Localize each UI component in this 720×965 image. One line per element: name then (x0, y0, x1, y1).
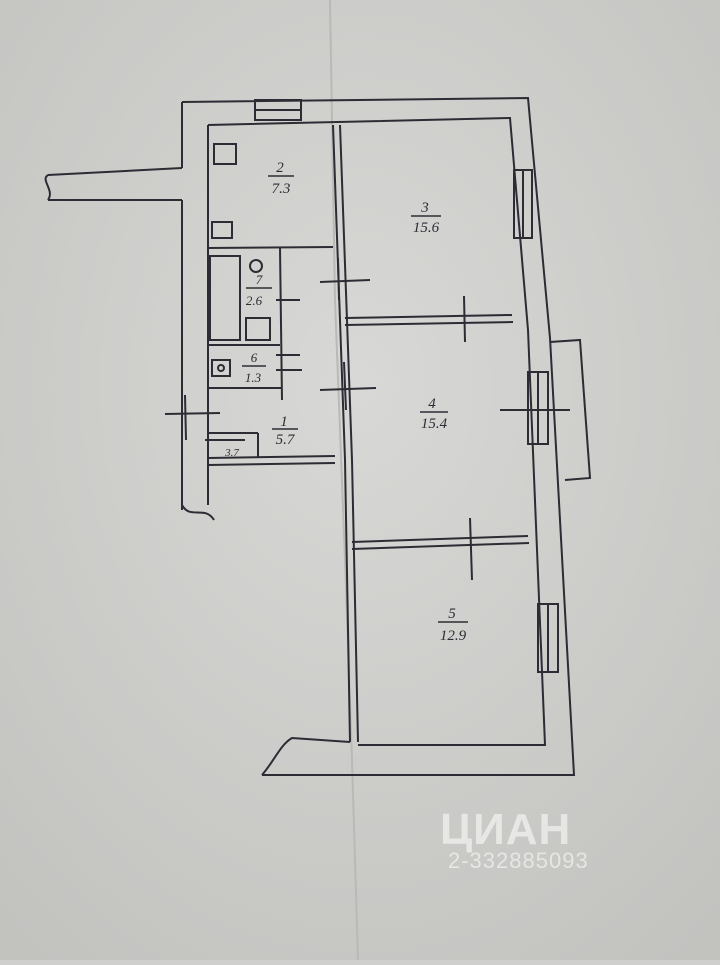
room-1-area: 5.7 (276, 432, 296, 448)
room-6-area: 1.3 (245, 370, 262, 385)
room-7-area: 2.6 (246, 293, 263, 308)
room-2-area: 7.3 (272, 181, 291, 197)
bath-partition (207, 246, 334, 249)
room-3-area: 15.6 (413, 220, 440, 236)
toilet-bowl-icon (217, 364, 225, 372)
walls (44, 96, 576, 776)
room-1-number: 1 (280, 414, 288, 430)
divider-4-5 (351, 542, 530, 550)
partition-wall (339, 124, 359, 743)
room-7-number: 7 (256, 272, 263, 287)
room-2-number: 2 (276, 160, 284, 176)
divider-3-4 (344, 314, 513, 319)
room-labels: 1 5.7 2 7.3 3 15.6 4 15.4 5 12.9 6 1.3 7… (224, 160, 468, 644)
room-5-number: 5 (448, 606, 456, 622)
divider-3-4 (344, 321, 514, 326)
entrance-wall (47, 167, 183, 176)
room-4-number: 4 (428, 396, 436, 412)
stove-icon (213, 143, 237, 165)
closet-area: 3.7 (224, 447, 239, 459)
partition-wall (332, 124, 351, 743)
inner-wall-line (207, 116, 547, 746)
watermark-listing-id: 2-332885093 (448, 848, 589, 873)
door-marks (164, 257, 570, 581)
divider-4-5 (351, 535, 529, 543)
hall-partition (207, 455, 336, 459)
break-mark (261, 736, 351, 776)
break-mark (44, 174, 51, 201)
wc-tank-icon (245, 317, 271, 341)
break-mark (181, 504, 215, 521)
bathtub-icon (209, 255, 241, 341)
room-4-area: 15.4 (421, 416, 448, 432)
room-3-number: 3 (420, 200, 429, 216)
bath-partition (279, 247, 283, 401)
fixtures (209, 143, 271, 377)
balcony (549, 338, 592, 481)
hall-partition (207, 462, 336, 466)
washbasin-icon (249, 259, 263, 273)
sink-icon (211, 221, 233, 239)
outer-wall-line (181, 96, 576, 776)
toilet-icon (211, 359, 231, 377)
room-5-area: 12.9 (440, 628, 467, 644)
paper-crease (329, 0, 359, 961)
windows (254, 99, 592, 673)
watermark-logo: ЦИАН (440, 805, 572, 854)
room-6-number: 6 (251, 350, 258, 365)
